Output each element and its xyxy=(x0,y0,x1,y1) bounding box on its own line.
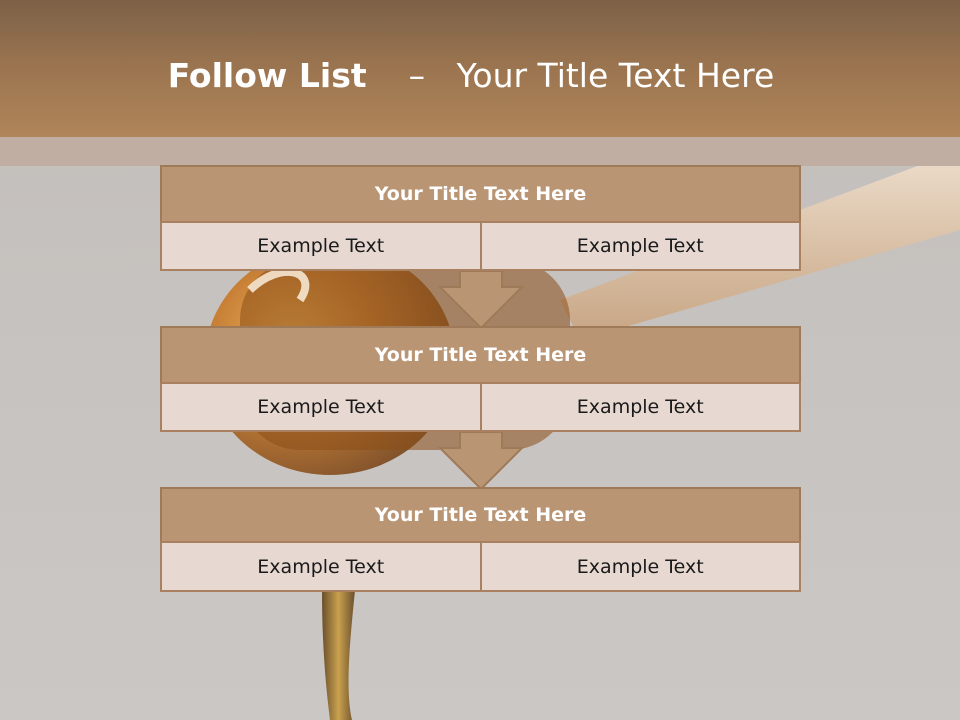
title-bold: Follow List xyxy=(167,56,367,95)
page-title: Follow List – Your Title Text Here xyxy=(0,54,942,98)
example-text-cell: Example Text xyxy=(480,541,801,592)
title-separator: – xyxy=(408,56,426,95)
example-text-cell: Example Text xyxy=(160,382,481,432)
down-arrow-icon xyxy=(438,432,524,490)
list-block-3: Your Title Text Here Example Text Exampl… xyxy=(160,487,801,592)
header-strip xyxy=(0,137,960,166)
example-text-cell: Example Text xyxy=(160,221,481,271)
title-text: Your Title Text Here xyxy=(456,56,775,95)
block-row: Example Text Example Text xyxy=(160,382,801,432)
example-text-cell: Example Text xyxy=(160,541,481,592)
down-arrow-icon xyxy=(438,271,524,329)
block-row: Example Text Example Text xyxy=(160,541,801,592)
example-text-cell: Example Text xyxy=(480,382,801,432)
list-block-2: Your Title Text Here Example Text Exampl… xyxy=(160,326,801,432)
example-text-cell: Example Text xyxy=(480,221,801,271)
block-row: Example Text Example Text xyxy=(160,221,801,271)
block-title: Your Title Text Here xyxy=(160,487,801,543)
block-title: Your Title Text Here xyxy=(160,165,801,223)
block-title: Your Title Text Here xyxy=(160,326,801,384)
list-block-1: Your Title Text Here Example Text Exampl… xyxy=(160,165,801,271)
header-band xyxy=(0,0,960,137)
